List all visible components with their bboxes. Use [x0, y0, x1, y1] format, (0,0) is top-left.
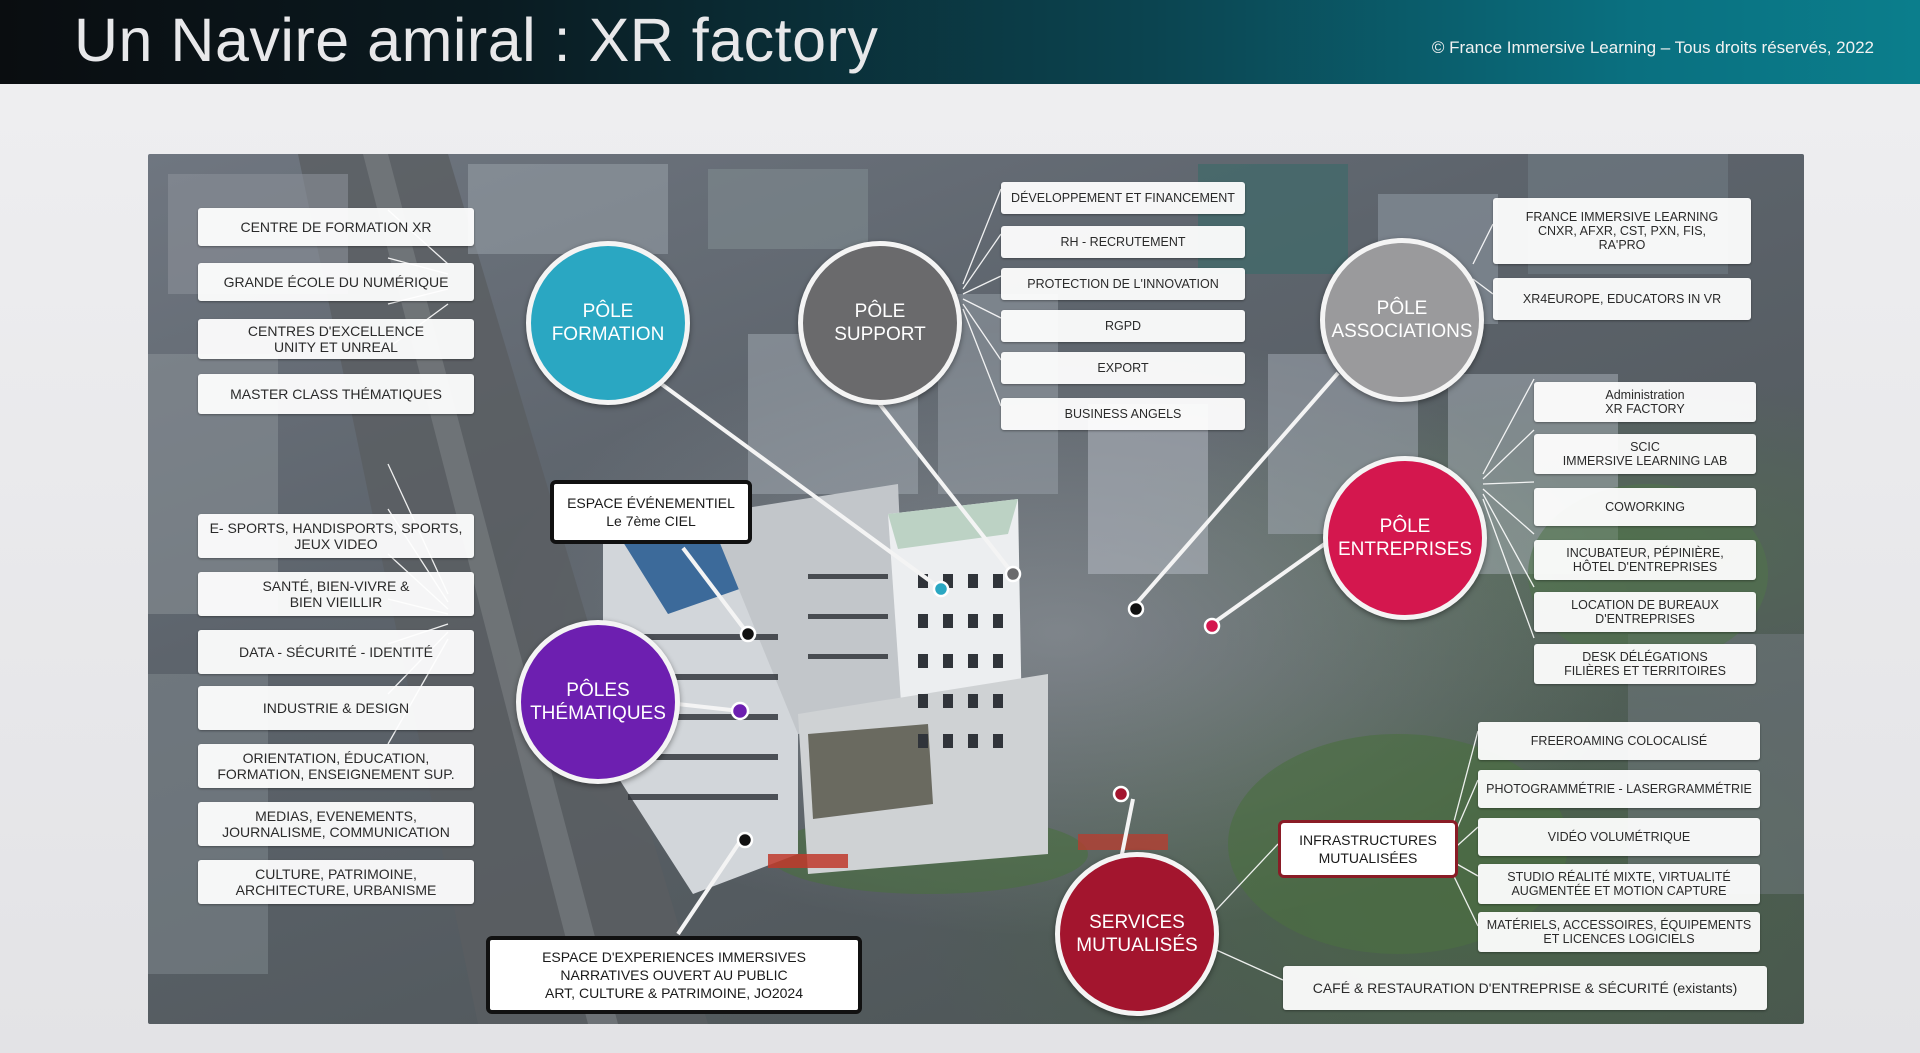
thematique-item: CULTURE, PATRIMOINE, ARCHITECTURE, URBAN… — [198, 860, 474, 904]
infrastructure-item: PHOTOGRAMMÉTRIE - LASERGRAMMÉTRIE — [1478, 770, 1760, 808]
support-item: DÉVELOPPEMENT ET FINANCEMENT — [1001, 182, 1245, 214]
entreprise-item: INCUBATEUR, PÉPINIÈRE, HÔTEL D'ENTREPRIS… — [1534, 540, 1756, 580]
thematique-item: SANTÉ, BIEN-VIVRE & BIEN VIEILLIR — [198, 572, 474, 616]
pole-support-circle: PÔLE SUPPORT — [798, 241, 962, 405]
infrastructures-mutualisees-box: INFRASTRUCTURES MUTUALISÉES — [1278, 820, 1458, 878]
espace-evenementiel-box: ESPACE ÉVÉNEMENTIEL Le 7ème CIEL — [550, 480, 752, 544]
cafe-restauration-item: CAFÉ & RESTAURATION D'ENTREPRISE & SÉCUR… — [1283, 966, 1767, 1010]
entreprise-item: LOCATION DE BUREAUX D'ENTREPRISES — [1534, 592, 1756, 632]
slide-title: Un Navire amiral : XR factory — [74, 6, 879, 74]
support-item: PROTECTION DE L'INNOVATION — [1001, 268, 1245, 300]
pole-entreprises-circle: PÔLE ENTREPRISES — [1323, 456, 1487, 620]
entreprise-item: DESK DÉLÉGATIONS FILIÈRES ET TERRITOIRES — [1534, 644, 1756, 684]
espace-experiences-box: ESPACE D'EXPERIENCES IMMERSIVES NARRATIV… — [486, 936, 862, 1014]
entreprise-item: SCIC IMMERSIVE LEARNING LAB — [1534, 434, 1756, 474]
thematique-item: MEDIAS, EVENEMENTS, JOURNALISME, COMMUNI… — [198, 802, 474, 846]
infrastructure-item: MATÉRIELS, ACCESSOIRES, ÉQUIPEMENTS ET L… — [1478, 912, 1760, 952]
thematique-item: DATA - SÉCURITÉ - IDENTITÉ — [198, 630, 474, 674]
thematique-item: INDUSTRIE & DESIGN — [198, 686, 474, 730]
infrastructure-item: FREEROAMING COLOCALISÉ — [1478, 722, 1760, 760]
formation-item: CENTRES D'EXCELLENCE UNITY ET UNREAL — [198, 319, 474, 359]
pole-formation-circle: PÔLE FORMATION — [526, 241, 690, 405]
pole-associations-circle: PÔLE ASSOCIATIONS — [1320, 238, 1484, 402]
copyright-notice: © France Immersive Learning – Tous droit… — [1431, 38, 1874, 57]
infrastructure-item: STUDIO RÉALITÉ MIXTE, VIRTUALITÉ AUGMENT… — [1478, 864, 1760, 904]
entreprise-item: Administration XR FACTORY — [1534, 382, 1756, 422]
thematique-item: E- SPORTS, HANDISPORTS, SPORTS, JEUX VID… — [198, 514, 474, 558]
slide-header: Un Navire amiral : XR factory © France I… — [0, 0, 1920, 84]
entreprise-item: COWORKING — [1534, 488, 1756, 526]
poles-thematiques-circle: PÔLES THÉMATIQUES — [516, 620, 680, 784]
thematique-item: ORIENTATION, ÉDUCATION, FORMATION, ENSEI… — [198, 744, 474, 788]
support-item: RH - RECRUTEMENT — [1001, 226, 1245, 258]
formation-item: CENTRE DE FORMATION XR — [198, 208, 474, 246]
formation-item: GRANDE ÉCOLE DU NUMÉRIQUE — [198, 263, 474, 301]
diagram-overlay: PÔLE FORMATION PÔLE SUPPORT PÔLE ASSOCIA… — [148, 154, 1804, 1024]
support-item: RGPD — [1001, 310, 1245, 342]
formation-item: MASTER CLASS THÉMATIQUES — [198, 374, 474, 414]
infrastructure-item: VIDÉO VOLUMÉTRIQUE — [1478, 818, 1760, 856]
association-item: FRANCE IMMERSIVE LEARNING CNXR, AFXR, CS… — [1493, 198, 1751, 264]
services-mutualises-circle: SERVICES MUTUALISÉS — [1055, 852, 1219, 1016]
support-item: EXPORT — [1001, 352, 1245, 384]
association-item: XR4EUROPE, EDUCATORS IN VR — [1493, 278, 1751, 320]
support-item: BUSINESS ANGELS — [1001, 398, 1245, 430]
